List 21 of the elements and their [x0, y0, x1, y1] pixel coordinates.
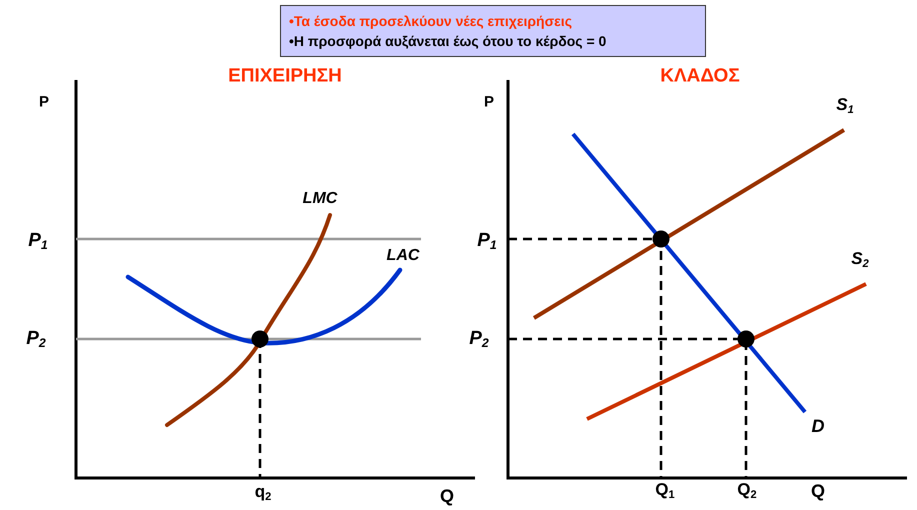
curve-label: LMC [302, 191, 338, 207]
quantity-label: Q$_{1}$ [655, 481, 675, 501]
panel-title: ΚΛΑΔΟΣ [660, 66, 740, 86]
curve-label: D [812, 417, 824, 435]
price-label: P$_{2}$ [469, 328, 489, 350]
curve-label: S$_{2}$ [851, 250, 869, 270]
panel-title: ΕΠΙΧΕΙΡΗΣΗ [228, 66, 342, 86]
curve-label: LAC [386, 248, 420, 264]
note-text: •Η προσφορά αυξάνεται έως ότου το κέρδος = 0 [289, 32, 608, 51]
note-box [280, 5, 706, 57]
note-text: •Τα έσοδα προσελκύουν νέες επιχειρήσεις [289, 12, 573, 31]
axis-label: Q [811, 482, 825, 500]
price-label: P$_{1}$ [28, 230, 48, 252]
axis-label: P [484, 94, 494, 110]
quantity-label: Q$_{2}$ [737, 481, 757, 501]
price-label: P$_{2}$ [26, 328, 46, 350]
axis-label: Q [440, 487, 454, 505]
axis-label: P [39, 94, 49, 110]
price-label: P$_{1}$ [477, 230, 497, 252]
curve-label: S$_{1}$ [836, 96, 854, 116]
quantity-label: q$_{2}$ [254, 483, 272, 503]
